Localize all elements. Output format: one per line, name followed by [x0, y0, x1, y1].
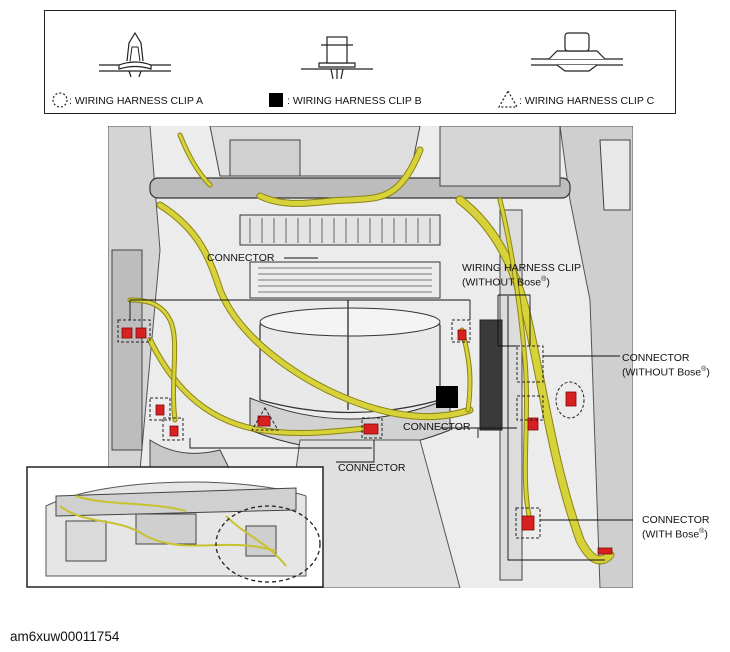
callout-connector-mid-text: CONNECTOR — [403, 421, 471, 433]
callout-clip-without-bose: WIRING HARNESS CLIP (WITHOUT Bose®) — [462, 262, 581, 289]
close-paren: ) — [706, 366, 710, 379]
close-paren: ) — [546, 276, 550, 289]
callout-connector-without-line2-wrap: (WITHOUT Bose®) — [622, 364, 710, 379]
dashed-circle-icon — [52, 92, 68, 108]
callout-connector-bottom-text: CONNECTOR — [338, 462, 406, 474]
callout-connector-with-bose: CONNECTOR (WITH Bose®) — [642, 514, 709, 541]
callout-connector-top-text: CONNECTOR — [207, 252, 275, 264]
clip-c-drawing — [531, 32, 623, 72]
callout-clip-without-line1: WIRING HARNESS CLIP — [462, 262, 582, 274]
callout-clip-without-line2: (WITHOUT Bose — [462, 276, 542, 289]
legend-box: : WIRING HARNESS CLIP A : WIRING HARNESS… — [44, 10, 676, 114]
callout-connector-bottom: CONNECTOR — [338, 462, 405, 474]
callout-clip-without-line2-wrap: (WITHOUT Bose®) — [462, 274, 581, 289]
callout-connector-mid: CONNECTOR — [403, 421, 470, 433]
registered-mark: ® — [701, 366, 707, 373]
inset-overview — [26, 466, 324, 588]
dashed-triangle-icon — [497, 89, 519, 108]
black-square-icon — [269, 93, 283, 107]
figure-id: am6xuw00011754 — [10, 629, 120, 644]
clip-a-drawing — [99, 31, 171, 78]
clip-b-drawing — [301, 36, 373, 79]
callout-connector-with-line1: CONNECTOR — [642, 514, 710, 526]
registered-mark: ® — [699, 528, 705, 535]
legend-clip-c-label: : WIRING HARNESS CLIP C — [519, 95, 655, 107]
callout-connector-without-line1: CONNECTOR — [622, 352, 690, 364]
callout-connector-with-line2: (WITH Bose — [642, 528, 700, 541]
close-paren: ) — [704, 528, 708, 541]
callout-connector-top: CONNECTOR — [207, 252, 274, 264]
callout-connector-with-line2-wrap: (WITH Bose®) — [642, 526, 709, 541]
legend-clip-b-label: : WIRING HARNESS CLIP B — [287, 95, 422, 107]
callout-connector-without-line2: (WITHOUT Bose — [622, 366, 702, 379]
registered-mark: ® — [541, 276, 547, 283]
legend-clip-a-label: : WIRING HARNESS CLIP A — [69, 95, 204, 107]
main-illustration — [108, 126, 633, 588]
callout-connector-without-bose: CONNECTOR (WITHOUT Bose®) — [622, 352, 710, 379]
